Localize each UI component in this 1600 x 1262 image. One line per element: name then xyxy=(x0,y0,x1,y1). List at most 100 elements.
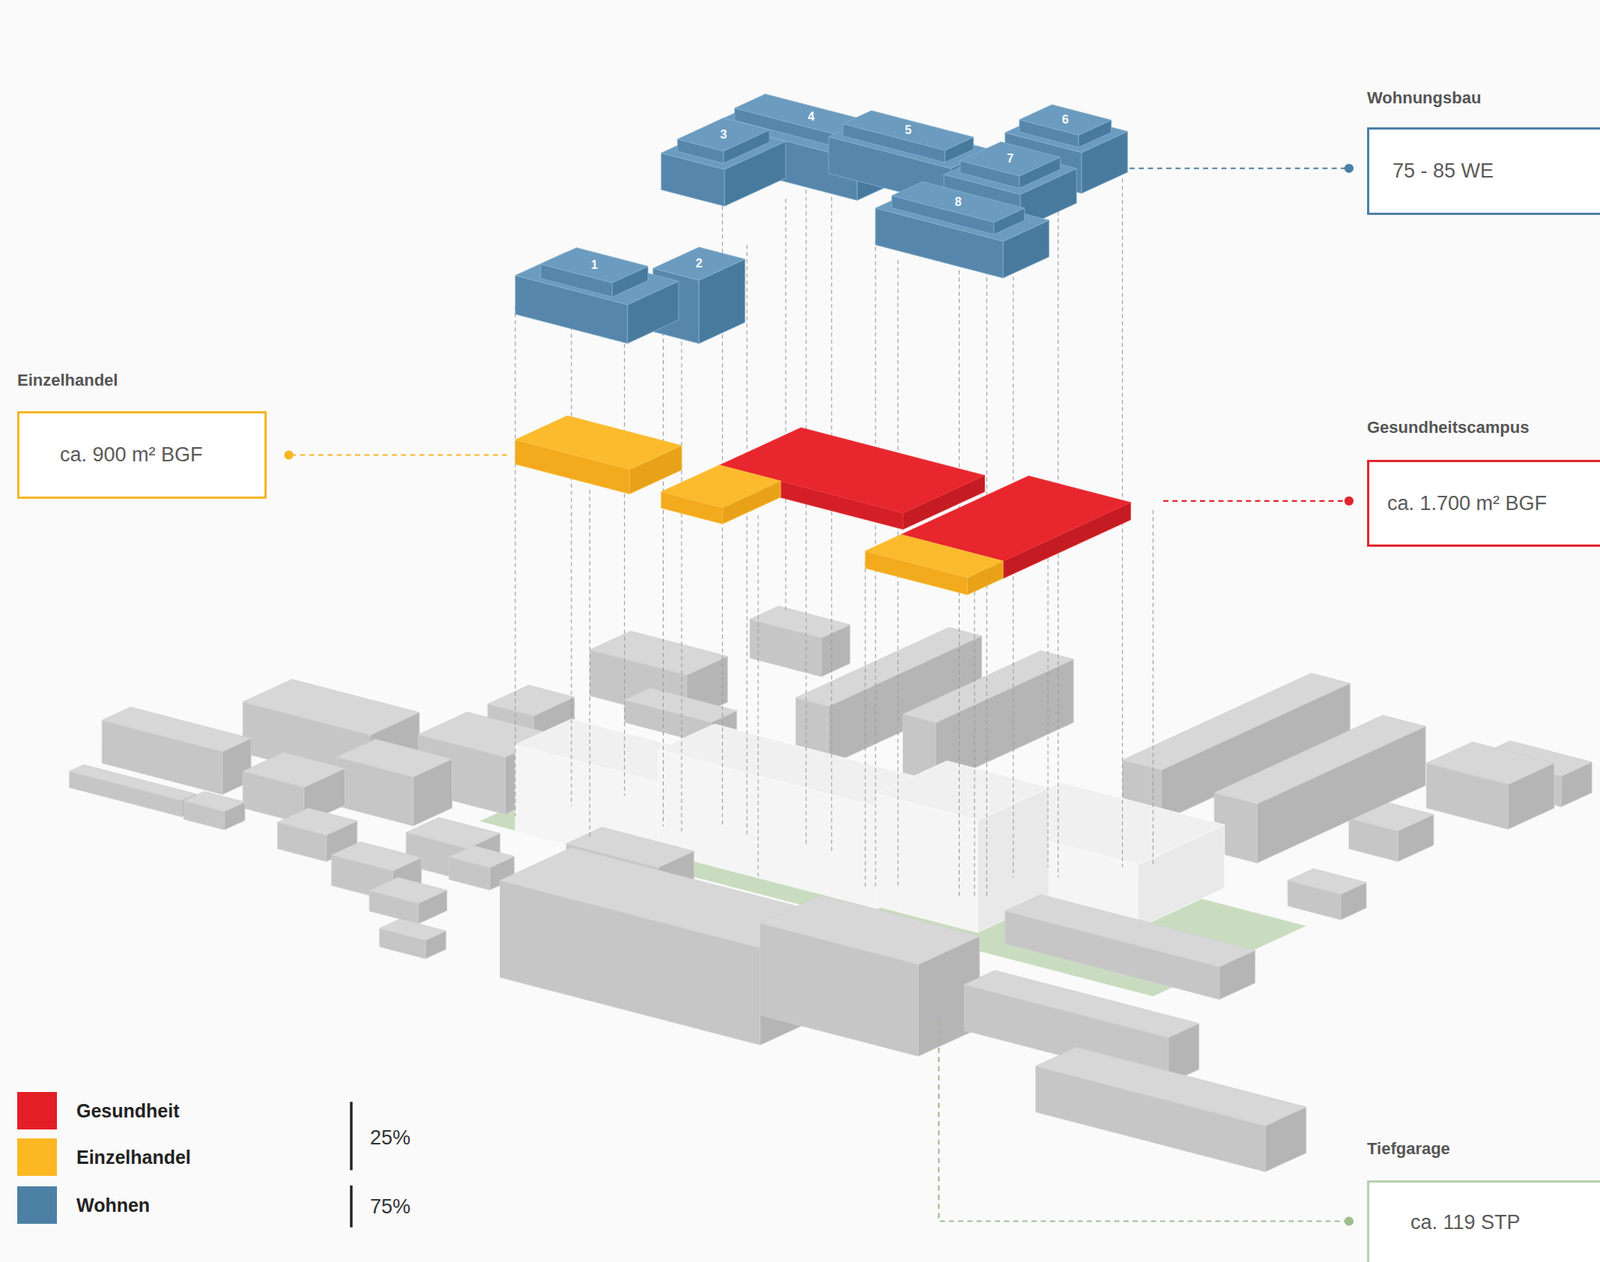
legend-swatch xyxy=(17,1186,57,1224)
callout-number: 8 xyxy=(955,194,962,209)
retail-slab-face xyxy=(661,465,781,508)
leader-dot xyxy=(1344,164,1354,174)
projection-line xyxy=(514,306,516,817)
box-heading: Gesundheitscampus xyxy=(1367,417,1529,438)
context-building-face xyxy=(69,764,197,801)
box-heading: Wohnungsbau xyxy=(1367,88,1481,108)
projection-lines xyxy=(515,168,1153,899)
residential-block-face xyxy=(960,141,1061,177)
context-building xyxy=(379,919,447,959)
context-building-face xyxy=(1426,742,1554,786)
box-frame: ca. 1.700 m² BGF xyxy=(1367,459,1600,547)
box-heading: Einzelhandel xyxy=(17,370,118,391)
leader-line xyxy=(289,453,508,456)
context-building-face xyxy=(589,631,728,676)
residential-block xyxy=(842,110,974,163)
ground-floor-slabs xyxy=(515,415,1131,595)
context-building-face xyxy=(624,688,738,723)
context-building-face xyxy=(331,841,422,872)
box-value: ca. 119 STP xyxy=(1410,1210,1521,1235)
leader-dot xyxy=(283,450,293,460)
context-building xyxy=(1214,715,1426,863)
context-building-face xyxy=(1035,1047,1307,1126)
context-building-face xyxy=(1005,894,1256,967)
projection-line xyxy=(570,326,572,806)
projection-line xyxy=(589,489,591,837)
residential-block xyxy=(661,125,786,207)
callout-number: 3 xyxy=(719,127,727,142)
projection-line xyxy=(805,168,807,848)
callout-number: 1 xyxy=(591,258,598,273)
context-building-face xyxy=(760,895,980,965)
context-building-face xyxy=(183,791,245,812)
residential-block xyxy=(960,141,1061,189)
context-building-face xyxy=(242,679,420,735)
leader-line xyxy=(1163,500,1350,502)
leader-dot xyxy=(1344,1216,1354,1226)
callout-number: 5 xyxy=(904,123,912,138)
projection-line xyxy=(1152,510,1154,868)
residential-blocks xyxy=(515,94,1128,344)
share-bar xyxy=(349,1101,353,1171)
context-building xyxy=(337,739,453,827)
projection-line xyxy=(1047,551,1048,868)
box-frame: ca. 900 m² BGF xyxy=(17,411,267,499)
planned-volume-face xyxy=(875,761,1050,821)
box-frame: 75 - 85 WE xyxy=(1367,127,1600,215)
residential-block xyxy=(1019,104,1112,148)
retail-slab xyxy=(515,415,682,494)
context-building xyxy=(183,791,245,830)
context-building-face xyxy=(337,739,453,777)
projection-line xyxy=(746,244,748,837)
residential-block xyxy=(540,247,648,298)
retail-slab-face xyxy=(515,415,682,470)
context-building-face xyxy=(405,817,500,849)
callout-number: 4 xyxy=(808,110,815,125)
context-building-face xyxy=(1287,868,1367,895)
residential-block-face xyxy=(1019,104,1112,136)
box-frame: ca. 119 STP xyxy=(1367,1180,1600,1262)
residential-block xyxy=(677,118,771,164)
context-building xyxy=(369,877,448,925)
share-bar xyxy=(349,1185,353,1228)
context-building-face xyxy=(101,707,251,752)
legend-swatch xyxy=(17,1138,57,1177)
legend-text: Wohnen xyxy=(76,1194,150,1217)
leader-line xyxy=(1129,167,1350,170)
residential-block-face xyxy=(677,118,771,152)
residential-block xyxy=(892,181,1025,235)
context-building xyxy=(749,605,851,677)
context-building xyxy=(69,764,197,817)
context-building xyxy=(242,752,345,824)
retail-slab xyxy=(661,465,781,525)
residential-block-face xyxy=(540,247,648,284)
context-building-face xyxy=(749,605,851,638)
residential-block-face xyxy=(653,247,746,281)
context-building xyxy=(760,895,980,1057)
residential-block-face xyxy=(842,110,974,151)
leader-line xyxy=(938,1020,1350,1221)
context-buildings xyxy=(69,605,1592,1172)
context-building-face xyxy=(242,752,345,788)
projection-line xyxy=(662,324,664,827)
context-building-face xyxy=(277,808,358,836)
context-building xyxy=(1426,742,1554,830)
projection-line xyxy=(785,199,786,613)
leader-lines xyxy=(283,164,1354,1227)
context-building-face xyxy=(379,919,447,941)
projection-line xyxy=(758,515,759,878)
box-value: 75 - 85 WE xyxy=(1392,158,1494,183)
legend-text: Gesundheit xyxy=(76,1099,180,1123)
context-building-face xyxy=(487,685,575,717)
legend-bars xyxy=(349,1101,353,1228)
residential-block-face xyxy=(892,181,1025,222)
projection-line xyxy=(973,591,975,899)
context-building-face xyxy=(369,877,448,905)
context-building-face xyxy=(964,970,1199,1039)
residential-block xyxy=(515,251,679,344)
projection-line xyxy=(623,337,625,797)
box-heading: Tiefgarage xyxy=(1367,1139,1451,1159)
context-building xyxy=(1035,1047,1307,1172)
